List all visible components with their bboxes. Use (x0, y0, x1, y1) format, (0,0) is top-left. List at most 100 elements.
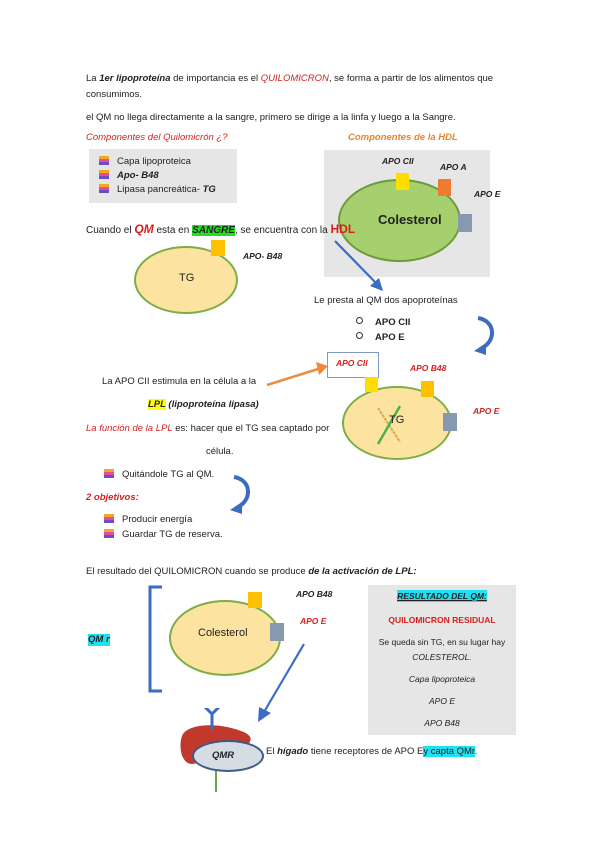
hdl-term: HDL (330, 222, 356, 236)
result-box-item: APO E (429, 696, 455, 706)
transfer-item: APO CII (356, 317, 410, 329)
intro-paragraph-1-cont: consumimos. (86, 89, 142, 100)
apo-e-marker (458, 214, 472, 232)
qm-component-item: Lipasa pancreática- TG (99, 184, 216, 196)
tg-ellipse (134, 246, 238, 314)
residual-apo-b48-label: APO B48 (296, 589, 333, 599)
activated-apo-e-label: APO E (473, 406, 500, 416)
transfer-text: Le presta al QM dos apoproteínas (314, 295, 458, 306)
liver-emphasis: hígado (277, 746, 309, 757)
qm-component-item: Apo- B48 (99, 170, 159, 182)
objectives-heading: 2 objetivos: (86, 492, 139, 503)
lpl-bullet-label: Quitándole TG al QM. (122, 469, 215, 480)
liver-text: tiene receptores de APO E (308, 746, 424, 757)
activated-apo-e-marker (443, 413, 457, 431)
result-box-line2: COLESTEROL. (412, 652, 472, 662)
orange-arrow (266, 362, 328, 387)
first-lipoprotein-emphasis: 1er lipoproteína (99, 73, 171, 84)
sentence-text: esta en (153, 225, 193, 236)
transfer-item: APO E (356, 332, 405, 344)
lpl-function-line: La función de la LPL es: hacer que el TG… (86, 423, 329, 435)
lpl-function-label: La función de la LPL (86, 423, 173, 434)
lpl-full-name: (lipoproteína lipasa) (165, 399, 259, 410)
qm-component-label: Apo- B48 (117, 170, 159, 181)
sangre-sentence: Cuando el QM esta en SANGRE, se encuentr… (86, 223, 355, 237)
hdl-core-label: Colesterol (378, 212, 442, 227)
result-box-item: Capa lipoproteica (408, 674, 476, 684)
lpl-stimulates-line: La APO CII estimula en la célula a la (102, 376, 257, 387)
qm-components-box: Capa lipoproteica Apo- B48 Lipasa pancre… (89, 149, 237, 203)
qmr-ellipse (192, 740, 264, 772)
hdl-apo-a-label: APO A (440, 162, 467, 172)
lpl-function-text: es: hacer que el TG sea captado por (172, 423, 330, 434)
tg-apo-b48-label: APO- B48 (243, 251, 283, 261)
liver-highlight: y capta QMr (423, 746, 475, 757)
result-text: El resultado del QUILOMICRON cuando se p… (86, 566, 309, 577)
objective-label: Guardar TG de reserva. (122, 529, 223, 540)
activated-apo-b48-label: APO B48 (410, 363, 447, 373)
quilomicron-term: QUILOMICRON (260, 73, 329, 84)
tg-cleavage-icon (376, 405, 402, 445)
qm-component-item: Capa lipoproteica (99, 156, 191, 168)
hdl-to-qm-arrow (334, 240, 383, 291)
result-box-item: APO B48 (424, 718, 460, 728)
result-box-title: RESULTADO DEL QM: (397, 590, 487, 602)
result-sentence: El resultado del QUILOMICRON cuando se p… (86, 566, 417, 578)
activated-apo-cii-marker (365, 377, 378, 392)
hdl-apo-e-label: APO E (474, 189, 501, 199)
sangre-highlight: SANGRE (192, 225, 235, 236)
circle-bullet-icon (356, 332, 363, 339)
liver-text: El (266, 746, 278, 757)
bullet-icon (99, 184, 109, 193)
sentence-text: , se encuentra con la (234, 225, 331, 236)
result-emphasis: de la activación de LPL: (308, 566, 417, 577)
liver-text: . (474, 746, 478, 757)
intro-text: , se forma a partir de los alimentos que (328, 73, 494, 84)
curved-arrow-icon (230, 475, 250, 514)
lpl-line: LPL (lipoproteína lipasa) (148, 399, 259, 411)
result-box-subtitle: QUILOMICRON RESIDUAL (388, 615, 496, 625)
result-box: RESULTADO DEL QM: QUILOMICRON RESIDUAL S… (368, 585, 516, 735)
lpl-highlight: LPL (148, 399, 166, 410)
residual-apo-b48-marker (248, 592, 262, 608)
liver-sentence: El hígado tiene receptores de APO Ey cap… (266, 746, 477, 758)
curved-arrow-icon (474, 316, 494, 355)
left-bracket (148, 585, 162, 693)
bullet-icon (104, 514, 114, 523)
bullet-icon (104, 529, 114, 538)
intro-paragraph-1: La 1er lipoproteína de importancia es el… (86, 73, 493, 85)
transfer-item-label: APO E (375, 332, 405, 343)
hdl-apo-cii-label: APO CII (382, 156, 414, 166)
apo-cii-marker (396, 173, 409, 190)
qmr-core-label: QMR (212, 750, 235, 761)
hdl-diagram-box: APO CII APO A APO E Colesterol (324, 150, 500, 277)
objective-label: Producir energía (122, 514, 193, 525)
transfer-item-label: APO CII (375, 317, 411, 328)
residual-core-label: Colesterol (198, 627, 248, 639)
bullet-icon (99, 170, 109, 179)
qm-components-heading: Componentes del Quilomicrón ¿? (86, 132, 228, 143)
bullet-icon (99, 156, 109, 165)
apo-b48-marker (211, 240, 225, 256)
qm-to-liver-arrow (258, 643, 305, 722)
result-box-line1: Se queda sin TG, en su lugar hay (378, 637, 506, 647)
lpl-bullet: Quitándole TG al QM. (104, 469, 214, 481)
activated-qm-ellipse (342, 386, 452, 460)
intro-text: La (86, 73, 100, 84)
qmr-label: QM r (88, 634, 110, 646)
residual-apo-e-marker (270, 623, 284, 641)
apo-cii-callout: APO CII (327, 352, 379, 378)
hdl-components-heading: Componentes de la HDL (348, 132, 458, 143)
callout-apo-cii-label: APO CII (336, 358, 368, 368)
intro-text: de importancia es el (170, 73, 261, 84)
sentence-text: Cuando el (86, 225, 135, 236)
circle-bullet-icon (356, 317, 363, 324)
bullet-icon (104, 469, 114, 478)
objective-item: Producir energía (104, 514, 192, 526)
lpl-function-cont: célula. (206, 446, 234, 457)
activated-apo-b48-marker (421, 381, 434, 397)
qm-component-label: Capa lipoproteica (117, 156, 191, 167)
residual-apo-e-label: APO E (300, 616, 327, 626)
objective-item: Guardar TG de reserva. (104, 529, 223, 541)
intro-paragraph-2: el QM no llega directamente a la sangre,… (86, 112, 456, 123)
